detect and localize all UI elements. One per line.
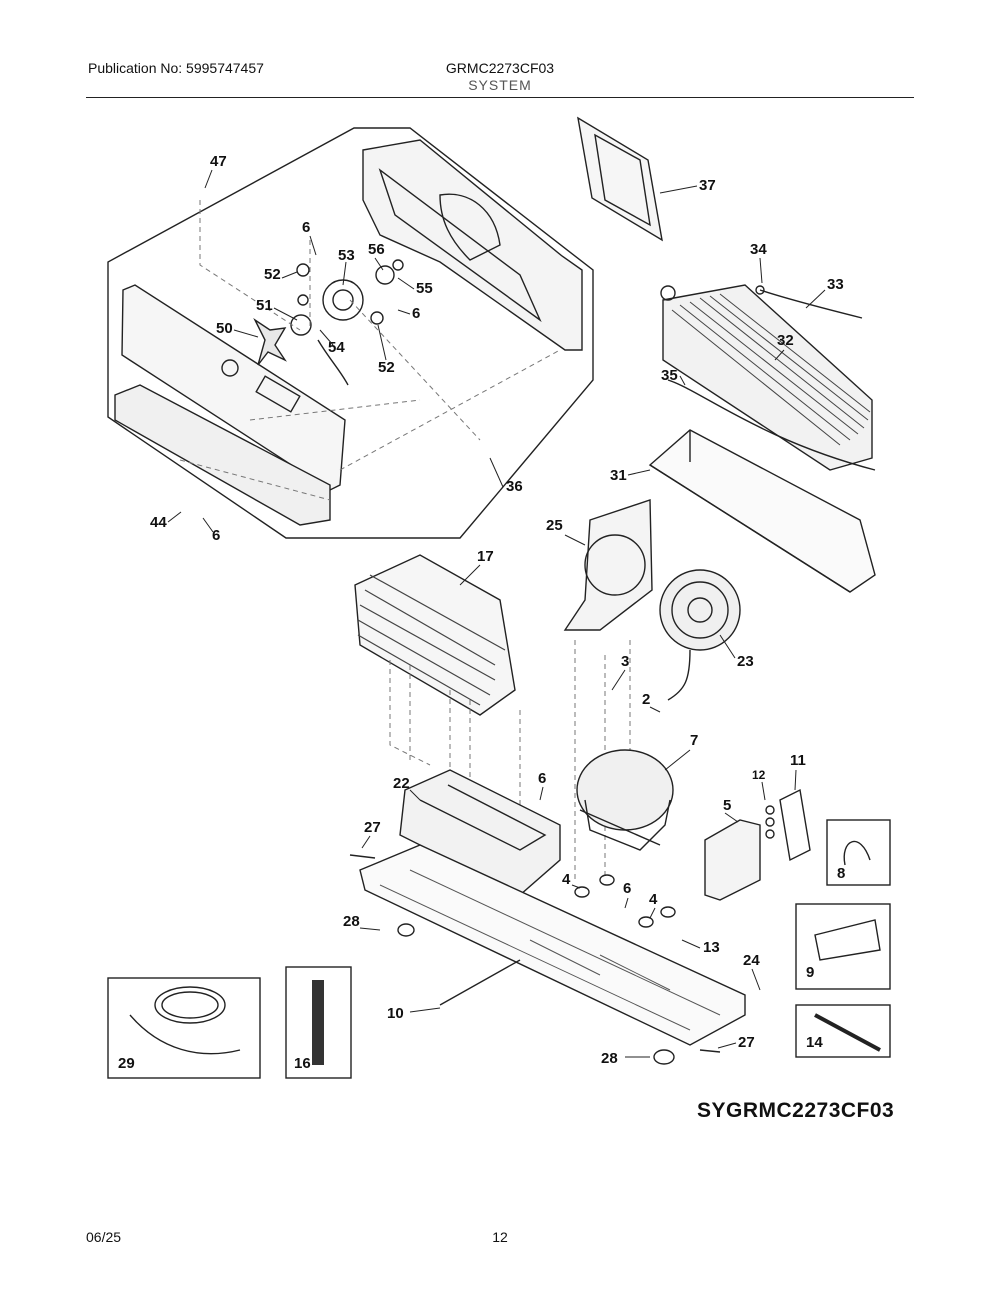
callout-9: 9 bbox=[806, 964, 814, 981]
inset-box-9 bbox=[795, 903, 891, 990]
callout-14: 14 bbox=[806, 1034, 823, 1051]
base-plate bbox=[359, 844, 746, 1046]
callout-34: 34 bbox=[750, 241, 767, 258]
callout-6: 6 bbox=[302, 219, 310, 236]
callout-28: 28 bbox=[601, 1050, 618, 1067]
callout-50: 50 bbox=[216, 320, 233, 337]
callout-12: 12 bbox=[752, 768, 766, 782]
callout-6: 6 bbox=[538, 770, 546, 787]
section-title: SYSTEM bbox=[468, 77, 532, 93]
callout-51: 51 bbox=[256, 297, 273, 314]
compressor bbox=[576, 749, 674, 831]
callout-24: 24 bbox=[743, 952, 760, 969]
callout-16: 16 bbox=[294, 1055, 311, 1072]
callout-6: 6 bbox=[412, 305, 420, 322]
callout-22: 22 bbox=[393, 775, 410, 792]
inset-box-8 bbox=[826, 819, 891, 886]
fan-blade bbox=[253, 317, 287, 366]
callout-37: 37 bbox=[699, 177, 716, 194]
inset-box-16 bbox=[285, 966, 352, 1079]
callout-2: 2 bbox=[642, 691, 650, 708]
callout-36: 36 bbox=[506, 478, 523, 495]
callout-23: 23 bbox=[737, 653, 754, 670]
callout-27: 27 bbox=[738, 1034, 755, 1051]
callout-53: 53 bbox=[338, 247, 355, 264]
callout-13: 13 bbox=[703, 939, 720, 956]
inset-box-29 bbox=[107, 977, 261, 1079]
evaporator-cover-front bbox=[121, 284, 346, 491]
callout-56: 56 bbox=[368, 241, 385, 258]
callout-3: 3 bbox=[621, 653, 629, 670]
relay-bracket bbox=[779, 788, 811, 862]
publication-number: Publication No: 5995747457 bbox=[88, 60, 264, 76]
diagram-code: SYGRMC2273CF03 bbox=[697, 1099, 895, 1122]
callout-52: 52 bbox=[264, 266, 281, 283]
overload-cover bbox=[704, 819, 761, 901]
callout-25: 25 bbox=[546, 517, 563, 534]
callout-6: 6 bbox=[212, 527, 220, 544]
callout-4: 4 bbox=[649, 891, 658, 908]
model-number: GRMC2273CF03 bbox=[445, 60, 555, 76]
callout-33: 33 bbox=[827, 276, 844, 293]
frame-part bbox=[577, 116, 663, 242]
page-number: 12 bbox=[492, 1229, 508, 1245]
callout-35: 35 bbox=[661, 367, 678, 384]
evaporator-coil bbox=[662, 284, 873, 471]
inset-box-14 bbox=[795, 1004, 891, 1058]
condenser-coil bbox=[354, 554, 516, 716]
callout-6: 6 bbox=[623, 880, 631, 897]
callout-5: 5 bbox=[723, 797, 731, 814]
callout-28: 28 bbox=[343, 913, 360, 930]
callout-10: 10 bbox=[387, 1005, 404, 1022]
callout-55: 55 bbox=[416, 280, 433, 297]
callout-27: 27 bbox=[364, 819, 381, 836]
callout-47: 47 bbox=[210, 153, 227, 170]
callout-29: 29 bbox=[118, 1055, 135, 1072]
callout-54: 54 bbox=[328, 339, 345, 356]
callout-52: 52 bbox=[378, 359, 395, 376]
callout-17: 17 bbox=[477, 548, 494, 565]
callout-8: 8 bbox=[837, 865, 845, 882]
assembly-group-outline bbox=[107, 127, 594, 539]
callout-4: 4 bbox=[562, 871, 571, 888]
callout-32: 32 bbox=[777, 332, 794, 349]
header-rule bbox=[86, 97, 914, 98]
fan-shroud bbox=[563, 499, 653, 631]
callout-31: 31 bbox=[610, 467, 627, 484]
footer-date: 06/25 bbox=[86, 1229, 122, 1245]
callout-labels: 47 6 53 56 52 55 51 50 54 52 6 36 44 6 3… bbox=[118, 153, 845, 1072]
evaporator-cover-back bbox=[362, 139, 583, 351]
callout-7: 7 bbox=[690, 732, 698, 749]
callout-11: 11 bbox=[790, 752, 806, 769]
callout-44: 44 bbox=[150, 514, 167, 531]
drain-pan bbox=[399, 769, 561, 896]
